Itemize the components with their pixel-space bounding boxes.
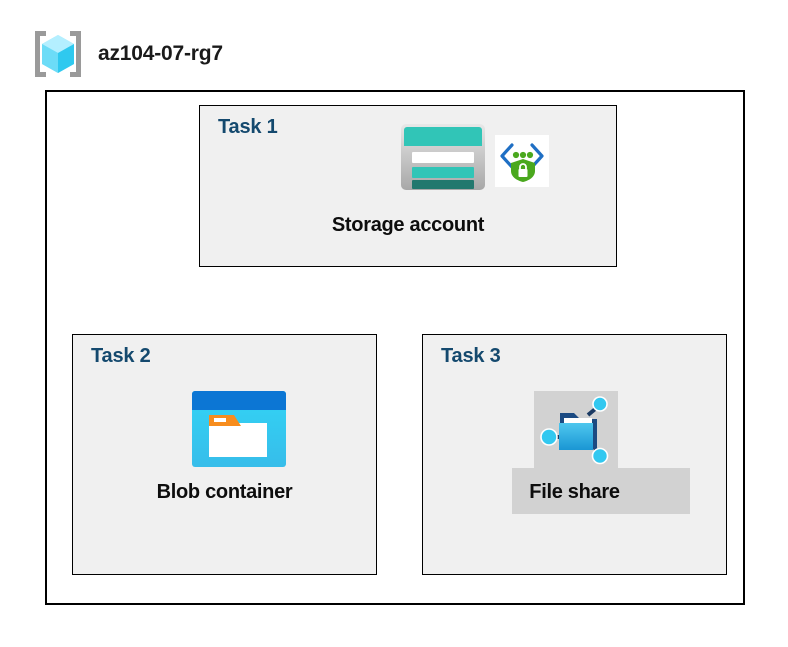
resource-group-header: az104-07-rg7 [30,26,350,82]
task-1-label: Task 1 [218,116,278,138]
blob-container-caption: Blob container [156,481,293,503]
resource-group-icon [30,28,86,80]
task-2-box[interactable]: Task 2 Blob container [72,334,377,575]
task-3-label: Task 3 [441,345,501,367]
blob-container-icon [192,391,286,467]
resource-group-container: Task 1 [45,90,745,605]
storage-account-icon [401,124,485,190]
storage-account-caption: Storage account [331,214,485,236]
file-share-caption: File share [529,481,620,503]
resource-group-title: az104-07-rg7 [98,42,223,65]
task-3-box[interactable]: Task 3 [422,334,727,575]
secure-endpoint-icon [495,135,549,187]
file-share-caption-backing-plate [512,468,690,514]
task-1-box[interactable]: Task 1 [199,105,617,267]
file-share-icon [540,393,614,467]
task-2-label: Task 2 [91,345,151,367]
